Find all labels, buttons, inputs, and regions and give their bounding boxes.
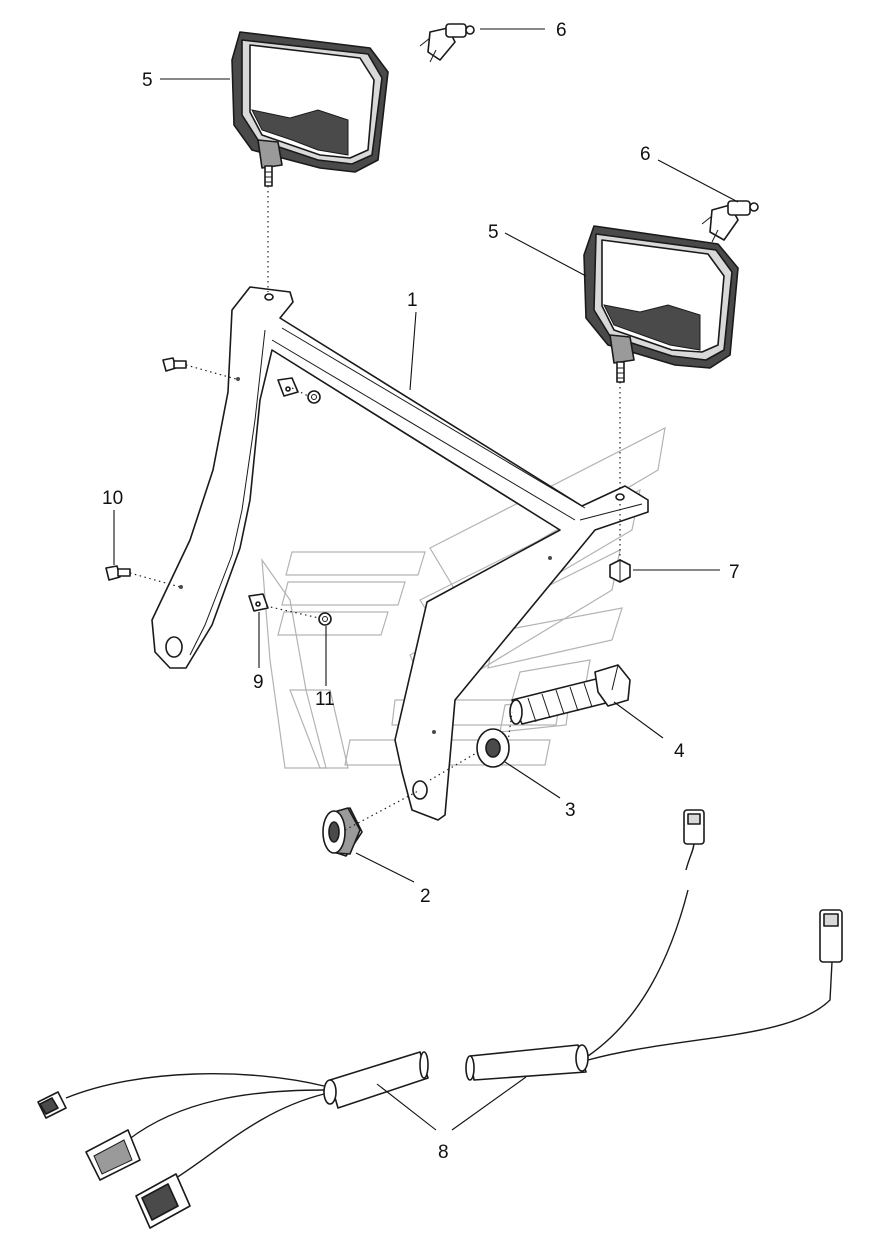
lamp-nut	[609, 559, 631, 583]
small-nut-upper	[307, 390, 321, 404]
callout-11: 11	[315, 689, 335, 710]
callout-4: 4	[674, 741, 685, 762]
large-bolt	[509, 664, 631, 725]
bulb-top	[419, 23, 475, 63]
assembly-lines	[129, 186, 621, 831]
callout-8: 8	[438, 1142, 449, 1163]
small-bolt-lower	[105, 565, 131, 581]
callout-5-left: 5	[142, 70, 153, 91]
clip-lower	[248, 593, 269, 612]
small-bolt-upper	[162, 357, 187, 372]
clip-upper	[277, 377, 299, 397]
callout-3: 3	[565, 800, 576, 821]
wiring-harness	[37, 809, 843, 1229]
bracket-frame	[151, 286, 649, 821]
callout-labels: 1 2 3 4 5 5 6 6 7 8 9 10 11	[102, 20, 740, 1163]
callout-2: 2	[420, 886, 431, 907]
bulb-right	[701, 200, 759, 243]
callout-6-right: 6	[640, 144, 651, 165]
work-lamp-right	[583, 225, 739, 383]
callout-6-top: 6	[556, 20, 567, 41]
work-lamp-left	[231, 31, 389, 187]
callout-7: 7	[729, 562, 740, 583]
callout-5-right: 5	[488, 222, 499, 243]
callout-10: 10	[102, 488, 123, 509]
spacer	[322, 807, 363, 857]
leader-lines	[113, 28, 739, 1131]
small-nut-lower	[318, 612, 332, 626]
callout-9: 9	[253, 672, 264, 693]
callout-1: 1	[407, 290, 418, 311]
washer	[476, 728, 510, 768]
